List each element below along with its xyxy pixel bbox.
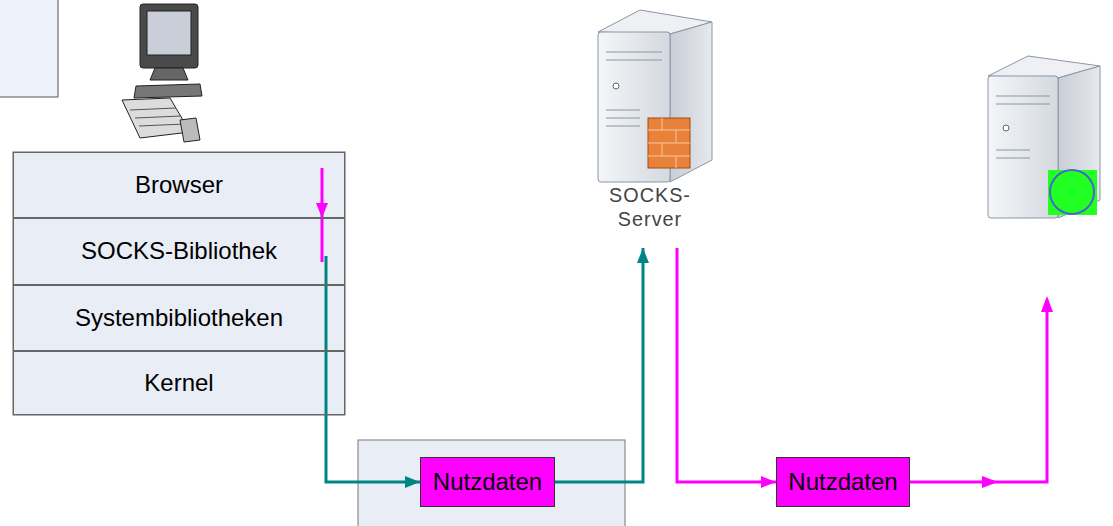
node-label: SOCKS-Server (598, 184, 702, 232)
text-group: Kernel (144, 369, 213, 398)
connector (316, 168, 328, 262)
node-label: Browser (135, 171, 223, 200)
node-label: SOCKS-Bibliothek (81, 237, 277, 266)
text-group: Systembibliotheken (75, 304, 283, 333)
node-label: Systembibliotheken (75, 304, 283, 333)
connector (555, 248, 649, 482)
arrowhead (637, 248, 649, 263)
text-group: Nutzdaten (433, 468, 542, 497)
node-label: Nutzdaten (433, 468, 542, 497)
text-group: Nutzdaten (788, 468, 897, 497)
stack-layer: Browser (13, 152, 345, 218)
stack-layer: Systembibliotheken (13, 285, 345, 351)
server-label: SOCKS-Server (598, 180, 702, 236)
computer-icon (122, 4, 202, 142)
text-group: Browser (135, 171, 223, 200)
stack-layer: Kernel (13, 351, 345, 415)
partial-box (0, 0, 58, 97)
connector-line (555, 248, 643, 482)
node-label: Nutzdaten (788, 468, 897, 497)
firewall-icon (648, 118, 690, 168)
connector (326, 256, 420, 488)
arrowhead (405, 476, 420, 488)
arrowhead (316, 203, 328, 218)
text-group: SOCKS-Server (598, 184, 702, 232)
payload-line (910, 296, 1053, 488)
connector-line (326, 256, 420, 482)
server-icon (598, 10, 712, 182)
payload-box: Nutzdaten (776, 457, 910, 507)
connector (677, 248, 776, 488)
connector-line (677, 248, 776, 482)
text-group: SOCKS-Bibliothek (81, 237, 277, 266)
server-icon (988, 56, 1100, 218)
payload-box: Nutzdaten (420, 457, 555, 507)
stack-layer: SOCKS-Bibliothek (13, 218, 345, 285)
node-label: Kernel (144, 369, 213, 398)
arrowhead (761, 476, 776, 488)
stack-frame (13, 152, 345, 415)
